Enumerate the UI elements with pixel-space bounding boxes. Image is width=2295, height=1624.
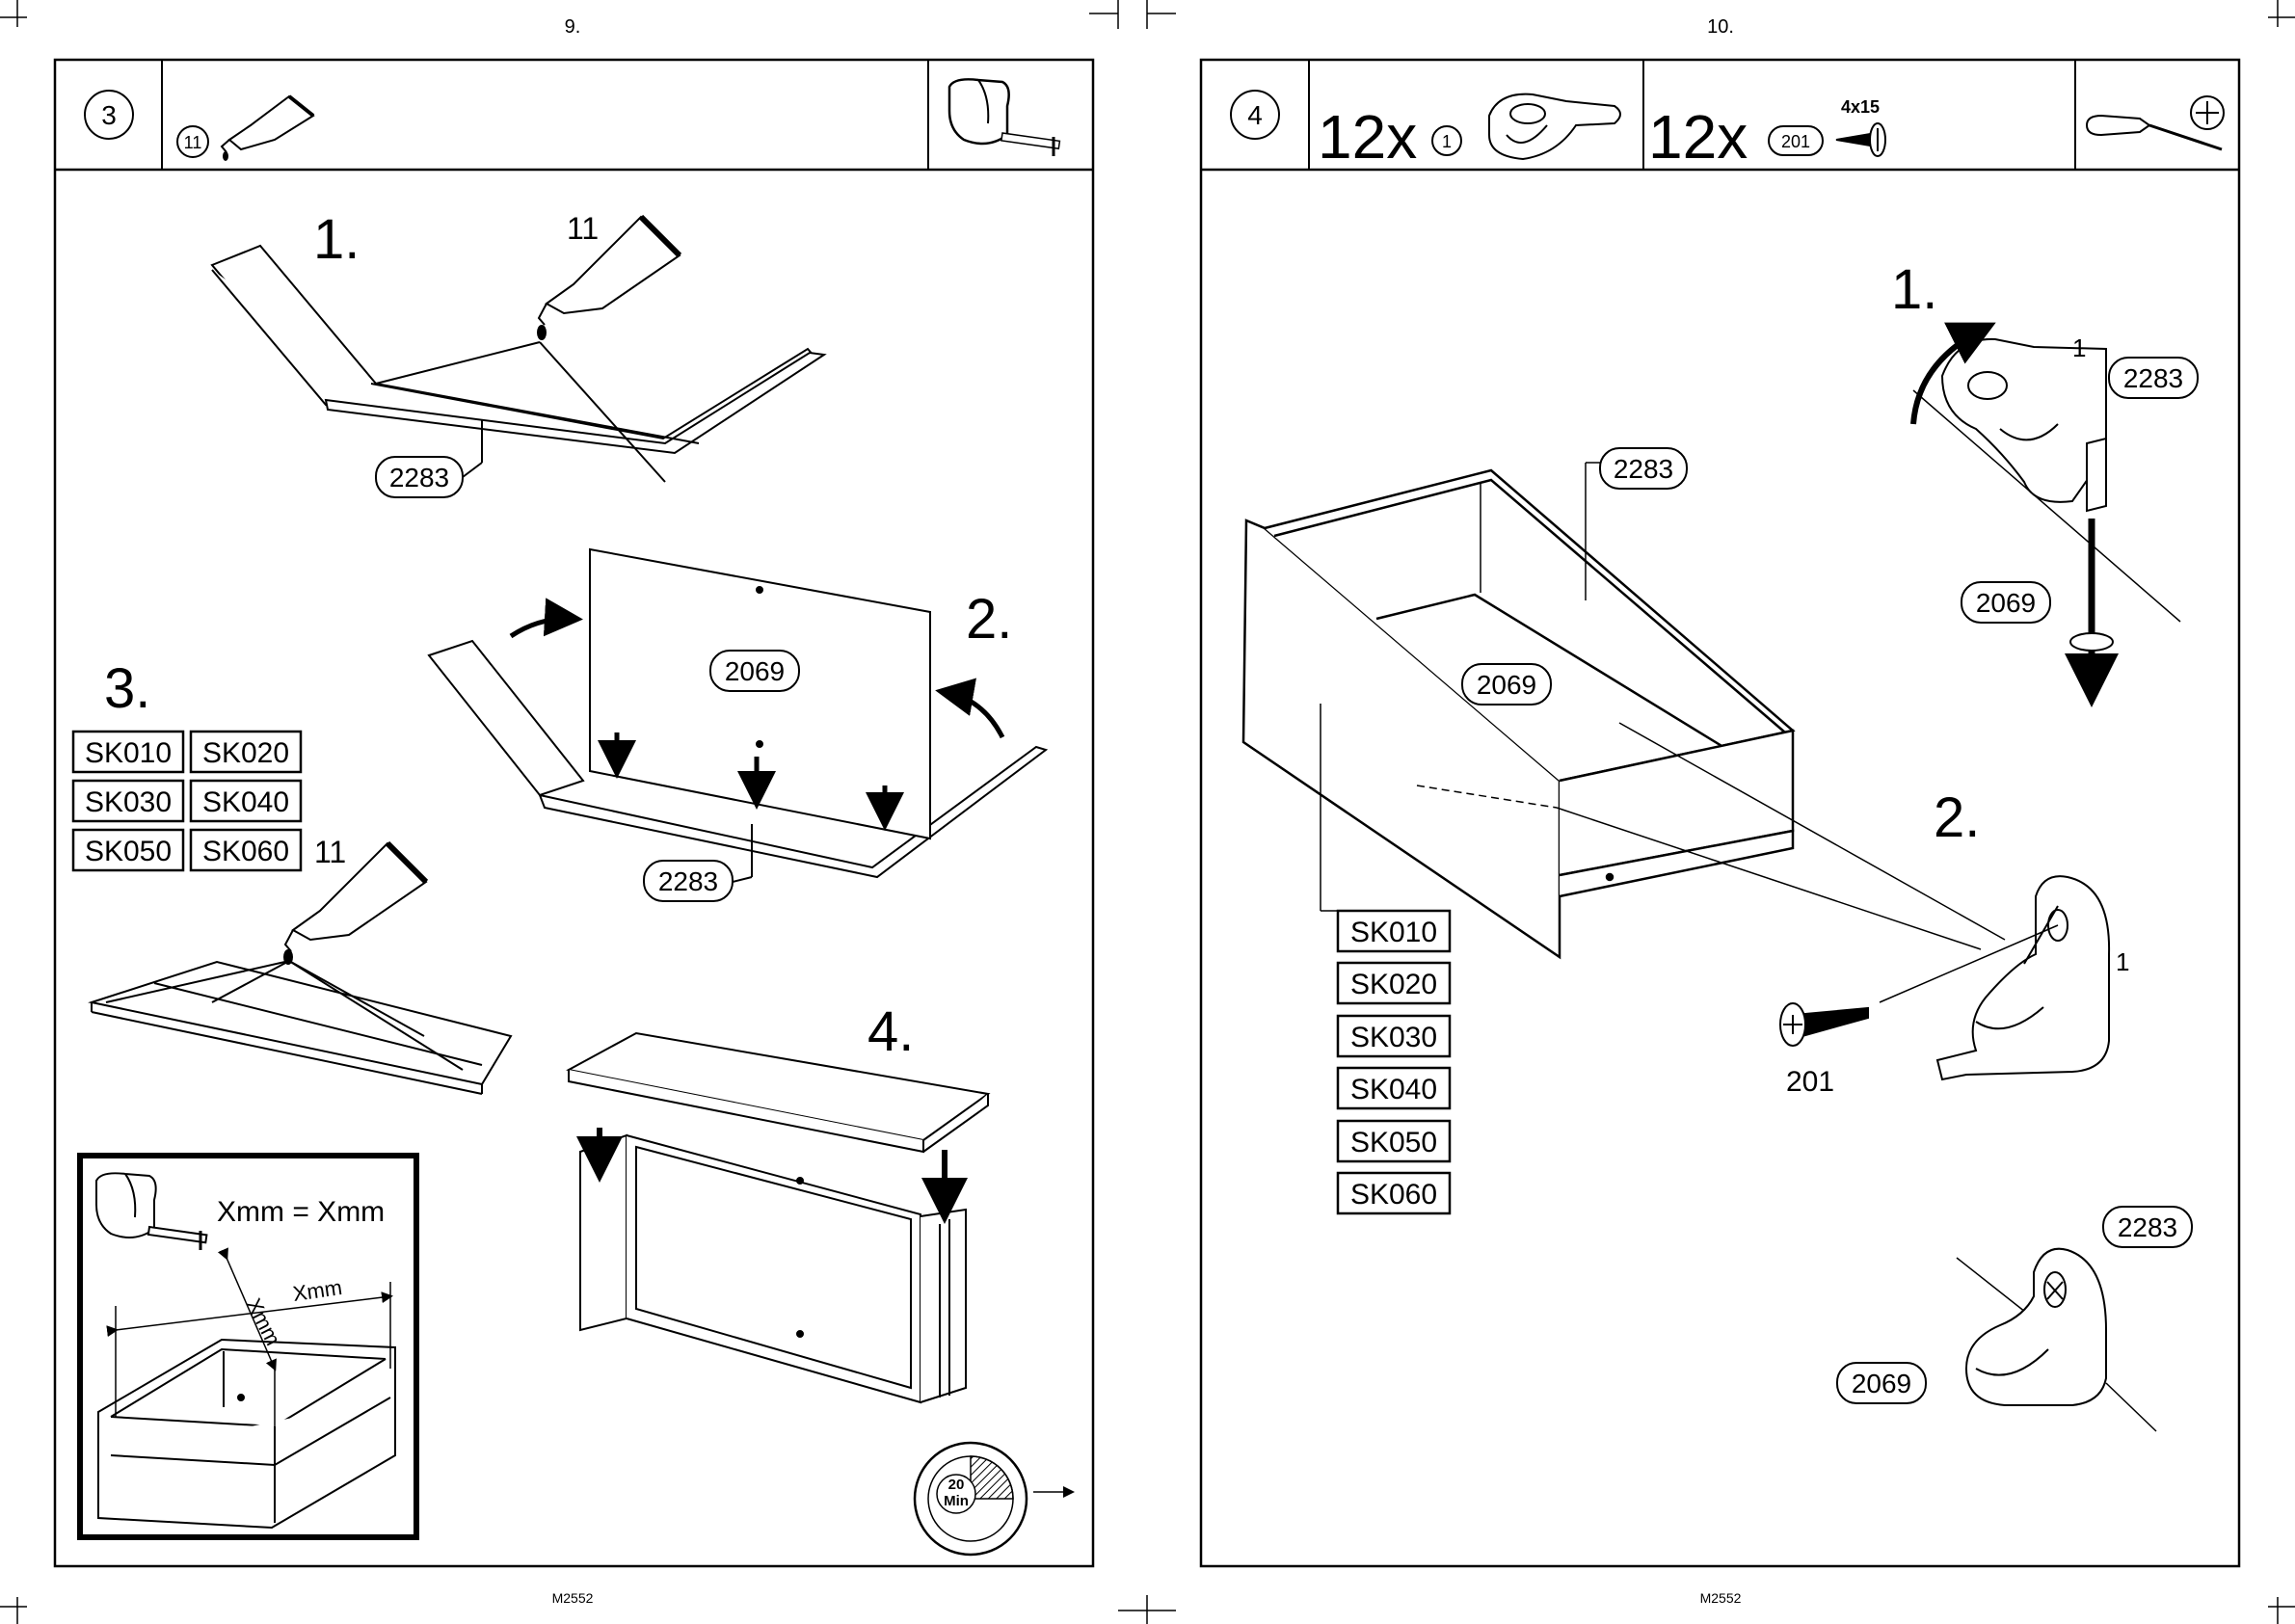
sk-code-grid: SK010 SK020 SK030 SK040 SK050 SK060 <box>73 732 301 870</box>
bracket-mounted-detail <box>1957 1249 2156 1431</box>
screw-icon <box>1836 123 1885 156</box>
part-tag-2069: 2069 <box>1462 664 1551 705</box>
sk-code-box: SK040 <box>191 781 301 821</box>
svg-text:SK010: SK010 <box>1350 917 1437 948</box>
glue-bottle-icon <box>222 96 313 161</box>
timer-unit: Min <box>944 1493 969 1509</box>
bracket-ref-label: 1 <box>2072 333 2086 362</box>
screw-icon <box>1780 1003 1868 1046</box>
part-tag-2283: 2283 <box>2103 1207 2192 1247</box>
sub-step-1-label: 1. <box>1891 258 1937 321</box>
svg-text:2069: 2069 <box>1852 1369 1911 1398</box>
sub-step-2-label: 2. <box>966 588 1012 651</box>
svg-text:2069: 2069 <box>1477 670 1536 700</box>
svg-text:SK030: SK030 <box>1350 1022 1437 1053</box>
svg-text:2283: 2283 <box>2118 1212 2177 1242</box>
svg-text:SK050: SK050 <box>85 836 172 867</box>
screw-spec: 4x15 <box>1841 97 1880 117</box>
sub-step-1-label: 1. <box>313 208 360 271</box>
bracket-icon <box>1489 94 1620 159</box>
page-footer-code: M2552 <box>1700 1590 1742 1606</box>
bracket-ref-label: 1 <box>2116 947 2129 976</box>
tape-measure-icon <box>949 79 1059 156</box>
sub-step-3-label: 3. <box>104 657 150 720</box>
page-10: 10. M2552 4 12x 1 12x 201 4x15 <box>1201 16 2239 1606</box>
sk-code-box: SK030 <box>73 781 183 821</box>
measure-equation: Xmm = Xmm <box>217 1196 385 1228</box>
step-number-badge: 4 <box>1231 91 1279 139</box>
sk-code-box: SK060 <box>191 830 301 870</box>
svg-text:2069: 2069 <box>1976 588 2036 618</box>
svg-text:2283: 2283 <box>1614 454 1673 484</box>
sk-code-box: SK060 <box>1338 1173 1450 1213</box>
sk-code-box: SK010 <box>1338 911 1450 951</box>
glue-part-header: 11 <box>177 96 313 161</box>
svg-text:2069: 2069 <box>725 656 785 686</box>
part-tag-2283: 2283 <box>1600 448 1687 489</box>
svg-text:SK040: SK040 <box>202 786 289 818</box>
screwdriver-icon <box>2087 96 2224 149</box>
svg-text:SK020: SK020 <box>1350 969 1437 1000</box>
illustration-step-2 <box>429 549 1046 882</box>
svg-text:SK040: SK040 <box>1350 1074 1437 1105</box>
part-quantity: 12x <box>1648 102 1748 172</box>
glue-ref-label: 11 <box>314 835 346 869</box>
glue-ref-label: 11 <box>567 211 599 246</box>
sk-code-box: SK010 <box>73 732 183 772</box>
svg-text:2283: 2283 <box>389 463 449 493</box>
sk-code-box: SK020 <box>1338 963 1450 1003</box>
timer-minutes: 20 <box>948 1477 965 1493</box>
svg-text:SK030: SK030 <box>85 786 172 818</box>
part-tag-2283: 2283 <box>376 457 463 497</box>
timer-icon: 20 Min <box>915 1443 1072 1555</box>
sk-code-box: SK040 <box>1338 1068 1450 1108</box>
svg-text:SK020: SK020 <box>202 737 289 769</box>
svg-text:SK010: SK010 <box>85 737 172 769</box>
illustration-step-1 <box>212 246 824 482</box>
bracket-screw-detail <box>1780 876 2109 1079</box>
glue-bottle-icon <box>284 843 426 964</box>
parts-item-bracket: 12x 1 <box>1318 94 1620 172</box>
parts-item-screw: 12x 201 4x15 <box>1648 97 1885 172</box>
part-tag-2069: 2069 <box>1837 1363 1926 1403</box>
part-tag-2283: 2283 <box>644 861 733 901</box>
svg-text:SK060: SK060 <box>1350 1179 1437 1211</box>
sk-code-box: SK030 <box>1338 1016 1450 1056</box>
svg-text:SK050: SK050 <box>1350 1127 1437 1158</box>
page-number: 9. <box>565 16 581 38</box>
measurement-inset: Xmm = Xmm Xmm Xmm <box>80 1156 416 1537</box>
glue-bottle-icon <box>538 217 680 339</box>
part-quantity: 12x <box>1318 102 1417 172</box>
sub-step-2-label: 2. <box>1934 786 1980 849</box>
part-ref-label: 1 <box>1442 132 1452 151</box>
part-ref-label: 201 <box>1781 132 1810 151</box>
svg-text:2283: 2283 <box>658 866 718 896</box>
part-tag-2283: 2283 <box>2109 358 2198 398</box>
page-footer-code: M2552 <box>552 1590 594 1606</box>
svg-text:SK060: SK060 <box>202 836 289 867</box>
part-ref-label: 11 <box>184 133 202 152</box>
part-tag-2069: 2069 <box>710 651 799 691</box>
sub-step-4-label: 4. <box>867 1000 914 1063</box>
page-9: 9. M2552 3 11 <box>55 16 1093 1606</box>
part-tag-2069: 2069 <box>1961 582 2050 623</box>
page-number: 10. <box>1707 16 1734 38</box>
sk-code-column: SK010 SK020 SK030 SK040 SK050 SK060 <box>1338 911 1450 1213</box>
svg-text:3: 3 <box>101 100 117 130</box>
step-number-badge: 3 <box>85 91 133 139</box>
svg-text:4: 4 <box>1247 100 1263 130</box>
screw-ref-label: 201 <box>1786 1066 1834 1098</box>
sk-code-box: SK050 <box>1338 1121 1450 1161</box>
illustration-step-3 <box>92 961 511 1094</box>
sk-code-box: SK050 <box>73 830 183 870</box>
svg-text:2283: 2283 <box>2123 363 2183 393</box>
drawer-illustration <box>1243 470 1793 957</box>
sk-code-box: SK020 <box>191 732 301 772</box>
illustration-step-4 <box>569 1033 988 1402</box>
